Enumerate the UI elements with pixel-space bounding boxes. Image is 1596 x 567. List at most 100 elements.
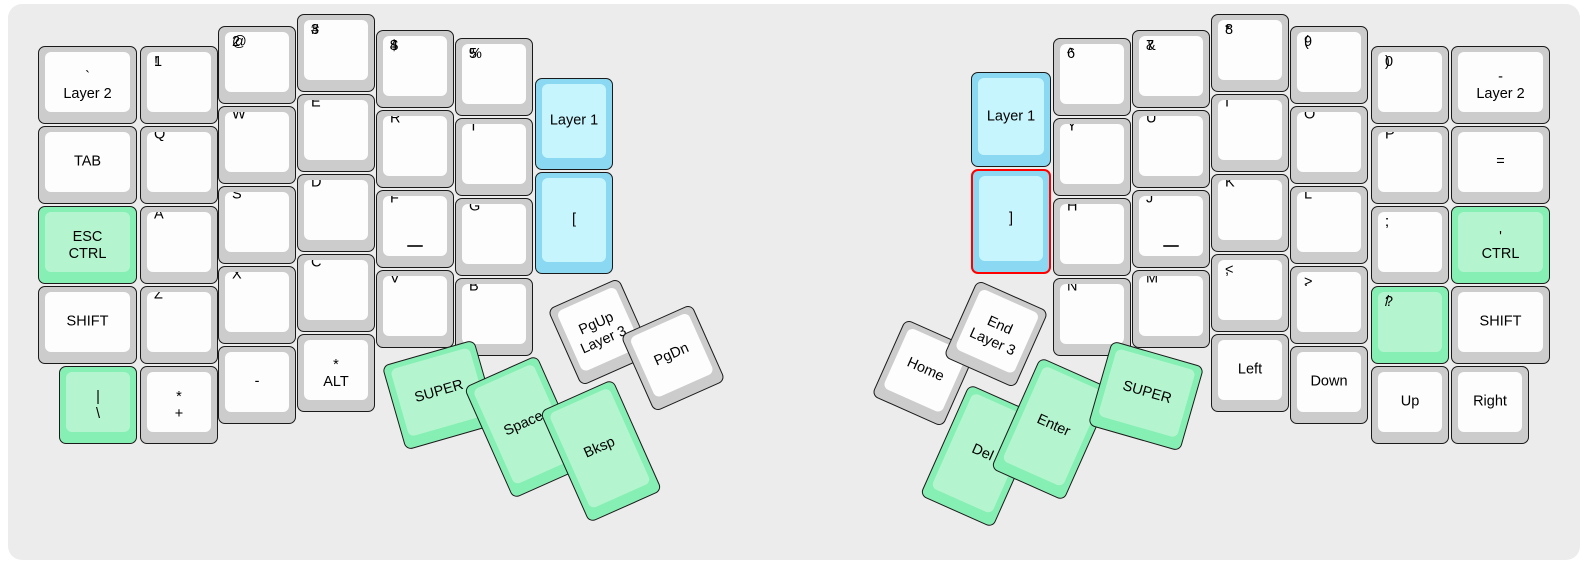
k-plus-cap: *+ [147, 372, 211, 432]
k-down-cap: Down [1297, 352, 1361, 412]
k-layer1-right[interactable]: Layer 1 [971, 72, 1051, 167]
k-0[interactable]: )0 [1371, 46, 1449, 124]
k-left[interactable]: Left [1211, 334, 1289, 412]
k-w[interactable]: W [218, 106, 296, 184]
k-minus-layer2-base-label: Layer 2 [1476, 85, 1525, 102]
k-c-base-label: C [311, 260, 322, 271]
k-quote-ctrl[interactable]: 'CTRL [1451, 206, 1550, 284]
k-semicolon[interactable]: :; [1371, 206, 1449, 284]
k-j[interactable]: J [1132, 190, 1210, 268]
k-h[interactable]: H [1053, 198, 1131, 276]
k-minus-layer2[interactable]: -Layer 2 [1451, 46, 1550, 124]
k-minus-l-base-label: - [254, 373, 260, 390]
k-t[interactable]: T [455, 118, 533, 196]
k-tab[interactable]: TAB [38, 126, 137, 204]
k-2-shift-label: @ [232, 34, 247, 50]
k-9[interactable]: (9 [1290, 26, 1368, 104]
k-q[interactable]: Q [140, 126, 218, 204]
k-i-base-label: I [1225, 100, 1230, 111]
k-k-cap: K [1218, 180, 1282, 240]
k-e[interactable]: E [297, 94, 375, 172]
k-k[interactable]: K [1211, 174, 1289, 252]
k-g-base-label: G [469, 204, 481, 215]
k-u[interactable]: U [1132, 110, 1210, 188]
k-up[interactable]: Up [1371, 366, 1449, 444]
k-3[interactable]: #3 [297, 14, 375, 92]
k-bracket-left[interactable]: [ [535, 172, 613, 274]
k-plus[interactable]: *+ [140, 366, 218, 444]
k-c[interactable]: C [297, 254, 375, 332]
k-pipe-backslash[interactable]: |\ [59, 366, 137, 444]
k-x[interactable]: X [218, 266, 296, 344]
k-equal[interactable]: = [1451, 126, 1550, 204]
k-2[interactable]: @2 [218, 26, 296, 104]
k-slash-shift-label: ? [1385, 294, 1394, 310]
k-super-right-label-1: SUPER [1120, 377, 1174, 408]
k-a[interactable]: A [140, 206, 218, 284]
k-8-base-label: 8 [1225, 22, 1234, 38]
k-layer1-left[interactable]: Layer 1 [535, 78, 613, 170]
k-grave-layer2[interactable]: `Layer 2 [38, 46, 137, 124]
k-d-cap: D [304, 180, 368, 240]
k-g[interactable]: G [455, 198, 533, 276]
k-period[interactable]: >. [1290, 266, 1368, 344]
k-p-base-label: P [1385, 132, 1395, 143]
k-r[interactable]: R [376, 110, 454, 188]
k-5[interactable]: %5 [455, 38, 533, 116]
k-d[interactable]: D [297, 174, 375, 252]
k-down[interactable]: Down [1290, 346, 1368, 424]
k-6[interactable]: ^6 [1053, 38, 1131, 116]
k-right[interactable]: Right [1451, 366, 1529, 444]
k-b[interactable]: B [455, 278, 533, 356]
k-bracket-right[interactable]: ] [971, 169, 1051, 274]
k-right-cap: Right [1458, 372, 1522, 432]
k-m-base-label: M [1146, 276, 1159, 287]
k-bracket-right-base-label: ] [1008, 209, 1014, 226]
k-minus-layer2-shift-label: - [1498, 69, 1503, 85]
k-j-base-label: J [1146, 196, 1154, 207]
k-v[interactable]: V [376, 270, 454, 348]
k-minus-l[interactable]: - [218, 346, 296, 424]
k-shift-l[interactable]: SHIFT [38, 286, 137, 364]
k-tab-cap: TAB [45, 132, 130, 192]
k-period-base-label: . [1304, 274, 1309, 290]
k-i[interactable]: I [1211, 94, 1289, 172]
k-esc-ctrl-base-label: CTRL [68, 245, 107, 262]
k-n[interactable]: N [1053, 278, 1131, 356]
k-shift-r[interactable]: SHIFT [1451, 286, 1550, 364]
k-l[interactable]: L [1290, 186, 1368, 264]
k-8-cap: *8 [1218, 20, 1282, 80]
k-5-cap: %5 [462, 44, 526, 104]
k-s[interactable]: S [218, 186, 296, 264]
k-tab-base-label: TAB [73, 153, 102, 170]
k-t-cap: T [462, 124, 526, 184]
k-bracket-left-base-label: [ [571, 211, 577, 228]
k-v-base-label: V [390, 276, 400, 287]
k-b-base-label: B [469, 284, 479, 295]
k-7[interactable]: &7 [1132, 30, 1210, 108]
k-comma-shift-label: < [1225, 262, 1234, 278]
k-y[interactable]: Y [1053, 118, 1131, 196]
k-pipe-backslash-shift-label: | [96, 389, 100, 405]
k-z[interactable]: Z [140, 286, 218, 364]
k-5-base-label: 5 [469, 46, 478, 62]
k-alt-l[interactable]: *ALT [297, 334, 375, 412]
k-r-base-label: R [390, 116, 401, 127]
k-slash[interactable]: ?/ [1371, 286, 1449, 364]
k-comma[interactable]: <, [1211, 254, 1289, 332]
k-f[interactable]: F [376, 190, 454, 268]
k-1[interactable]: !1 [140, 46, 218, 124]
k-quote-ctrl-shift-label: ' [1499, 229, 1502, 245]
k-o[interactable]: O [1290, 106, 1368, 184]
k-8[interactable]: *8 [1211, 14, 1289, 92]
k-minus-layer2-cap: -Layer 2 [1458, 52, 1543, 112]
k-grave-layer2-shift-label: ` [85, 69, 90, 85]
k-m[interactable]: M [1132, 270, 1210, 348]
k-p[interactable]: P [1371, 126, 1449, 204]
k-bracket-right-cap: ] [979, 176, 1043, 261]
k-shift-l-cap: SHIFT [45, 292, 130, 352]
k-semicolon-base-label: ; [1385, 214, 1390, 230]
k-slash-base-label: / [1385, 294, 1390, 310]
k-4[interactable]: $4 [376, 30, 454, 108]
